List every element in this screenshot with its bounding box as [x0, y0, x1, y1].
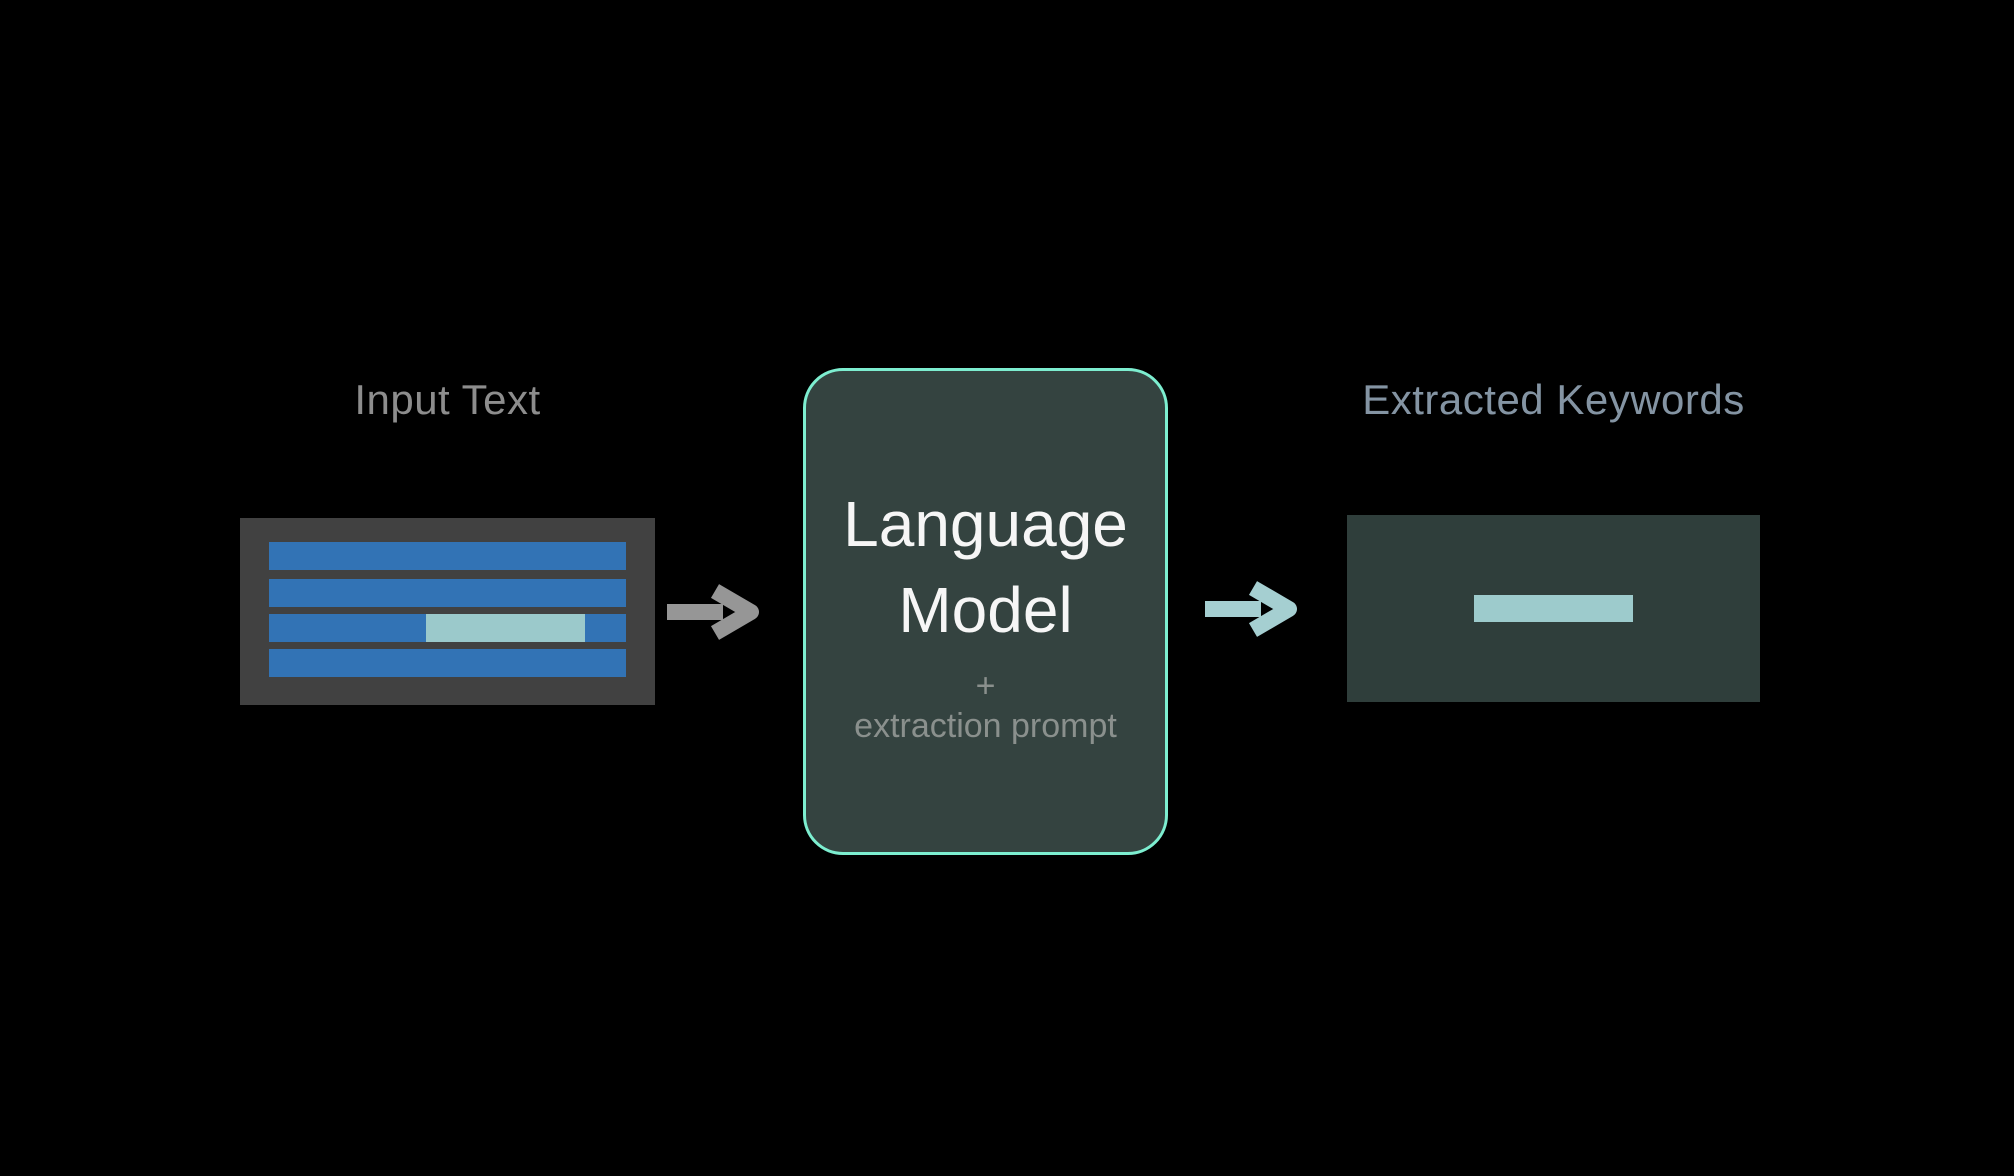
extraction-prompt-label: extraction prompt: [854, 707, 1117, 745]
keyword-bar: [1474, 595, 1633, 622]
text-line-bar-3: [269, 614, 626, 642]
text-line-bar-2: [269, 579, 626, 607]
text-line-bar-4: [269, 649, 626, 677]
extracted-keywords-label: Extracted Keywords: [1362, 376, 1745, 423]
input-document-box: [240, 518, 655, 705]
highlighted-keyword-segment: [426, 614, 585, 642]
extracted-keywords-box: [1347, 515, 1760, 702]
language-model-title: Language Model: [843, 488, 1128, 646]
text-line-bar-1: [269, 542, 626, 570]
language-model-box: Language Model + extraction prompt: [803, 368, 1168, 855]
arrow-right-input-to-model-icon: [667, 584, 759, 640]
input-text-label: Input Text: [354, 376, 541, 423]
model-subtitle-block: + extraction prompt: [806, 666, 1165, 746]
arrow-right-model-to-output-icon: [1205, 581, 1297, 637]
plus-sign: +: [975, 667, 996, 705]
